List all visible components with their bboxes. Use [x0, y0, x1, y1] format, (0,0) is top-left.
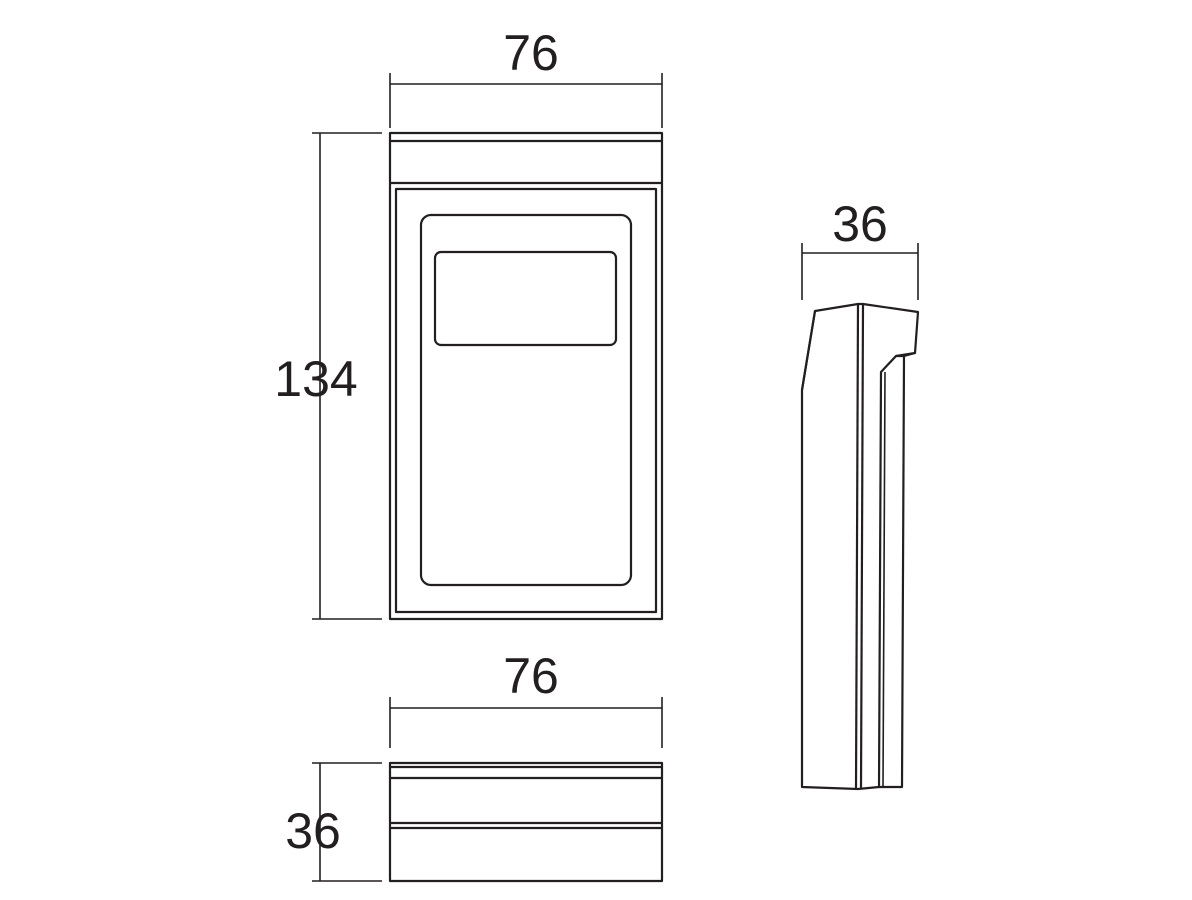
- side-body: [800, 302, 920, 791]
- bottom-depth-dimension: 36: [285, 762, 382, 882]
- front-panel: [419, 213, 633, 587]
- front-body: [388, 131, 664, 621]
- bottom-body: [388, 761, 664, 883]
- side-view: 36: [800, 196, 920, 791]
- bottom-width-label: 76: [503, 648, 559, 704]
- bottom-view: 76 36: [285, 648, 664, 883]
- front-width-dimension: 76: [389, 25, 663, 128]
- front-height-dimension: 134: [274, 132, 382, 620]
- side-depth-label: 36: [832, 196, 888, 252]
- bottom-depth-label: 36: [285, 803, 341, 859]
- front-window: [433, 250, 618, 347]
- front-view: 76 134: [274, 25, 664, 621]
- front-height-label: 134: [274, 351, 357, 407]
- side-depth-dimension: 36: [801, 196, 919, 300]
- front-width-label: 76: [503, 25, 559, 81]
- bottom-width-dimension: 76: [389, 648, 663, 748]
